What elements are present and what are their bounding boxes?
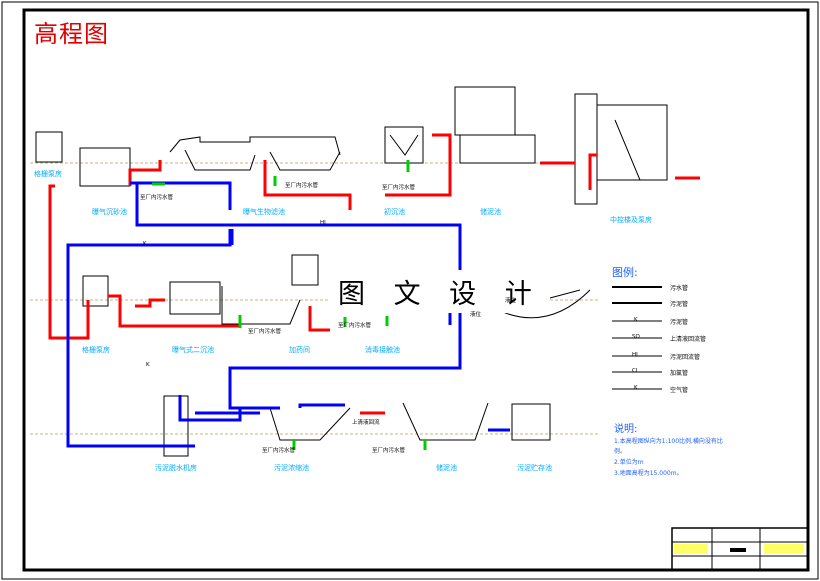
pipe-label: 至厂内污水管 (382, 185, 416, 191)
legend-label: 污泥管 (670, 319, 689, 326)
diagram-title: 高程图 (34, 20, 109, 48)
legend-label: 污泥回流管 (670, 354, 701, 361)
pipe-label: 上清液回流 (352, 420, 380, 426)
unit-caption: 格栅泵房 (82, 346, 110, 354)
unit-caption: 污泥浓缩池 (274, 464, 309, 472)
row3-structures (163, 395, 551, 457)
unit-caption: 曝气式二沉池 (172, 346, 214, 354)
unit-caption: 初沉池 (384, 208, 405, 216)
pipe-label: HL (320, 220, 328, 226)
unit-caption: 曝气生物滤池 (243, 208, 285, 216)
legend-label: 上清液回流管 (670, 336, 707, 343)
legend-mark: HL (632, 352, 640, 358)
note-line: 1.本高程图纵向为1:100比例,横向没有比 (614, 438, 723, 445)
unit-caption: 中控楼及泵房 (610, 216, 652, 224)
unit-caption: 格栅泵房 (34, 170, 62, 178)
pipe-label: 液位 (470, 312, 482, 318)
note-line: 2.单位为m (614, 459, 644, 466)
note-line: 3.地面高程为15.000m。 (614, 470, 683, 477)
legend-label: 空气管 (670, 387, 689, 394)
legend-mark: CL (632, 368, 639, 374)
unit-caption: 污泥贮存池 (517, 464, 552, 472)
pipe-label: K (143, 241, 147, 247)
legend-mark: K (634, 317, 638, 323)
watermark-text: 图 文 设 计 (330, 270, 550, 313)
notes-title: 说明: (614, 424, 638, 435)
unit-caption: 储泥池 (436, 464, 457, 472)
pipe-label: 至厂内污水管 (338, 323, 372, 329)
title-block (671, 527, 809, 571)
legend-label: 加氯管 (670, 370, 689, 377)
pipe-label: K (146, 362, 150, 368)
note-line: 例。 (614, 448, 627, 455)
legend-label: 污水管 (670, 285, 689, 292)
row1-structures (35, 86, 668, 205)
blue-pipes (66, 181, 510, 448)
green-accents (152, 160, 427, 450)
legend-mark: SQ (632, 334, 640, 340)
pipe-label: 至厂内污水管 (372, 448, 406, 454)
unit-caption: 储泥池 (480, 208, 501, 216)
legend-mark: K (634, 385, 638, 391)
red-pipes (48, 133, 700, 415)
pipe-label: 至厂内污水管 (140, 195, 174, 201)
pipe-label: 液位 (505, 298, 517, 304)
unit-caption: 污泥脱水机房 (155, 464, 197, 472)
legend-title: 图例: (612, 266, 638, 279)
unit-caption: 加药间 (289, 346, 310, 354)
pipe-label: 至厂内污水管 (248, 329, 282, 335)
legend-lines (612, 286, 662, 390)
legend-label: 污泥管 (670, 301, 689, 308)
pipe-label: 至厂内污水管 (262, 448, 296, 454)
unit-caption: 消毒接触池 (365, 346, 400, 354)
unit-caption: 曝气沉砂池 (92, 208, 127, 216)
pipe-label: 至厂内污水管 (285, 183, 319, 189)
